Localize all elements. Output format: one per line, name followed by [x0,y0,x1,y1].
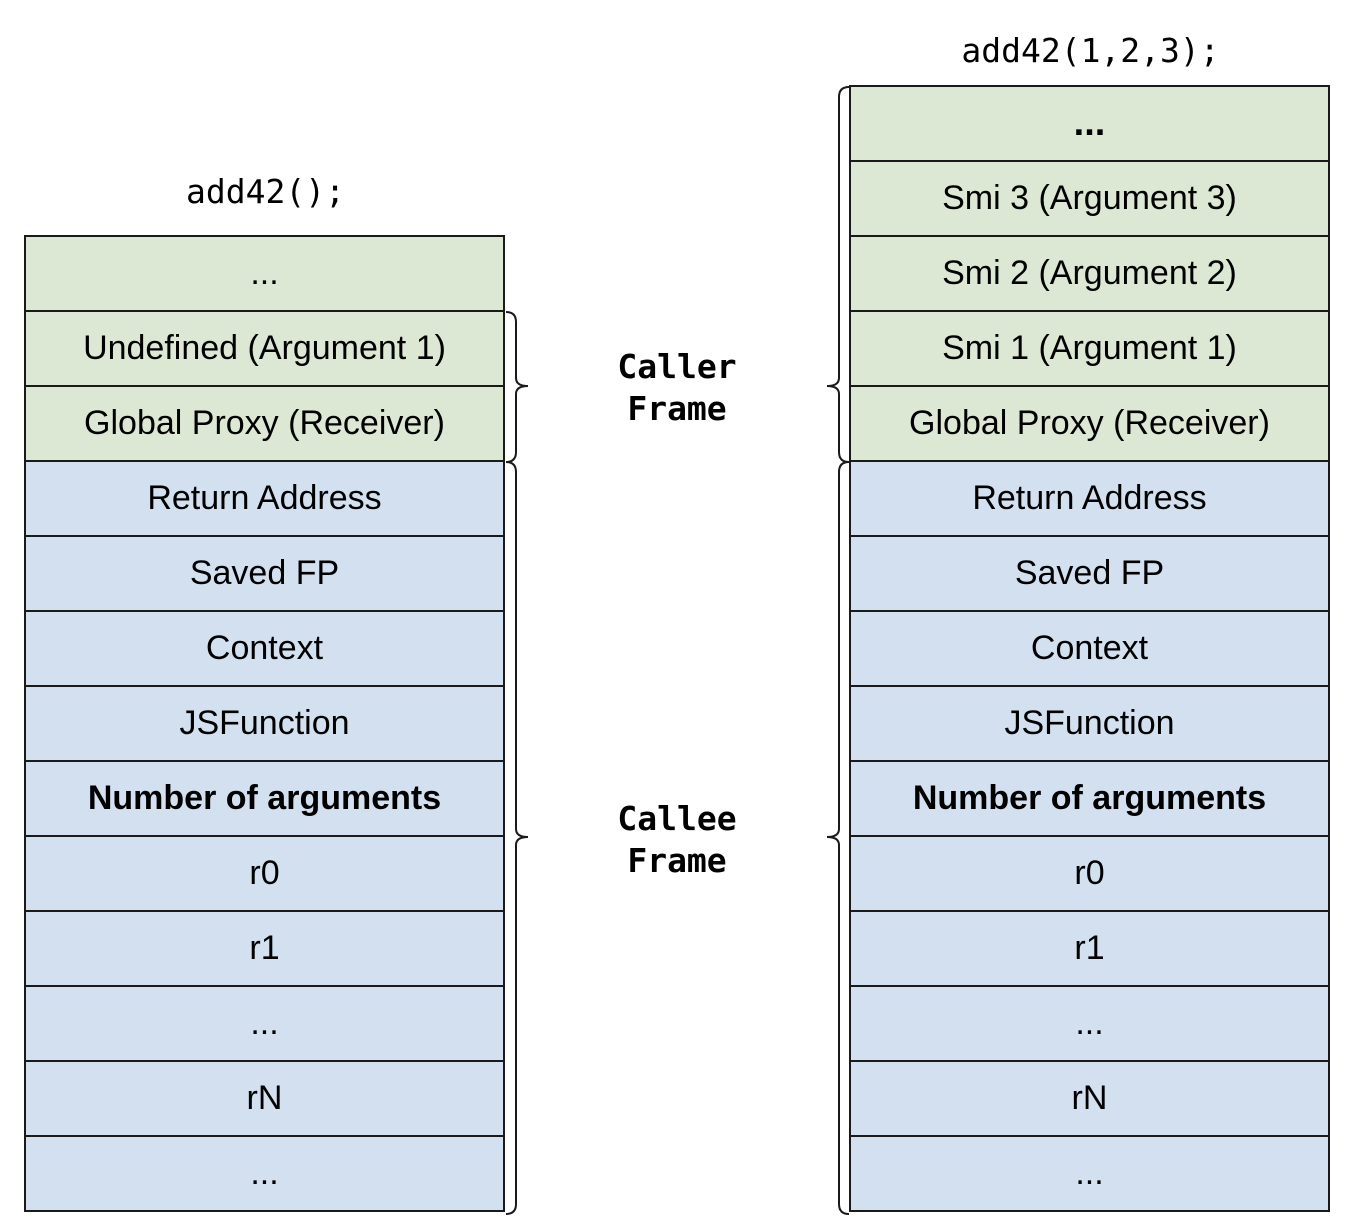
left-caller-frame-brace [505,311,529,463]
callee-frame-label-line-1: Callee [617,799,737,838]
right-caller-frame-brace [826,86,850,463]
right-stack-cell-11: r1 [851,912,1328,987]
right-stack-cell-13: rN [851,1062,1328,1137]
right-stack-title: add42(1,2,3); [961,31,1220,70]
left-stack-cell-0: ... [26,237,503,312]
right-stack-cell-8: JSFunction [851,687,1328,762]
caller-frame-label-line-2: Frame [627,389,727,428]
right-stack-cell-7: Context [851,612,1328,687]
right-callee-frame-brace [826,461,850,1215]
left-stack: ... Undefined (Argument 1) Global Proxy … [24,235,505,1212]
right-stack-cell-9: Number of arguments [851,762,1328,837]
left-stack-cell-1: Undefined (Argument 1) [26,312,503,387]
caller-frame-label: Caller Frame [582,346,772,430]
left-stack-cell-9: r1 [26,912,503,987]
right-stack-cell-4: Global Proxy (Receiver) [851,387,1328,462]
left-stack-cell-8: r0 [26,837,503,912]
right-stack-cell-1: Smi 3 (Argument 3) [851,162,1328,237]
callee-frame-label-line-2: Frame [627,841,727,880]
right-stack-cell-0: ... [851,87,1328,162]
right-stack-cell-14: ... [851,1137,1328,1212]
right-stack-cell-5: Return Address [851,462,1328,537]
left-stack-cell-4: Saved FP [26,537,503,612]
left-stack-cell-7: Number of arguments [26,762,503,837]
right-stack-cell-12: ... [851,987,1328,1062]
left-stack-cell-10: ... [26,987,503,1062]
left-stack-cell-5: Context [26,612,503,687]
right-stack-cell-10: r0 [851,837,1328,912]
left-stack-cell-6: JSFunction [26,687,503,762]
left-stack-cell-3: Return Address [26,462,503,537]
caller-frame-label-line-1: Caller [617,347,737,386]
left-stack-title: add42(); [186,172,345,211]
right-stack-cell-2: Smi 2 (Argument 2) [851,237,1328,312]
left-callee-frame-brace [505,461,529,1215]
right-stack-cell-3: Smi 1 (Argument 1) [851,312,1328,387]
left-stack-cell-12: ... [26,1137,503,1212]
left-stack-cell-2: Global Proxy (Receiver) [26,387,503,462]
callee-frame-label: Callee Frame [582,798,772,882]
right-stack-cell-6: Saved FP [851,537,1328,612]
right-stack: ... Smi 3 (Argument 3) Smi 2 (Argument 2… [849,85,1330,1212]
left-stack-cell-11: rN [26,1062,503,1137]
